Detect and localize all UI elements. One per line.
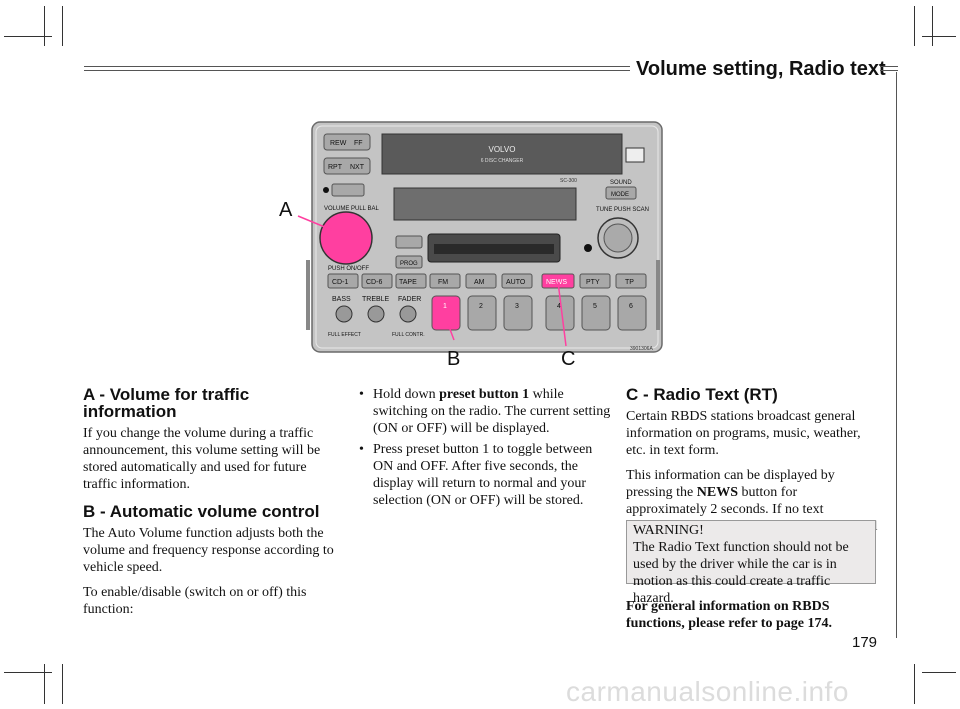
callout-c: C <box>561 348 576 370</box>
preset-4: 4 <box>557 303 561 310</box>
crop-mark <box>914 664 915 704</box>
bass-label: BASS <box>332 296 351 303</box>
tp-label: TP <box>625 279 634 286</box>
column-middle: Hold down preset button 1 while switchin… <box>355 386 611 513</box>
right-margin-rule <box>896 72 897 638</box>
column-left: A - Volume for traffic information If yo… <box>83 386 341 626</box>
footer-note: For general information on RBDS function… <box>626 599 832 631</box>
preset-3: 3 <box>515 303 519 310</box>
bullet-list: Hold down preset button 1 while switchin… <box>355 386 611 509</box>
section-a-body: If you change the volume during a traffi… <box>83 426 321 492</box>
crop-mark <box>922 36 956 37</box>
header-rule <box>84 66 630 67</box>
callout-b: B <box>447 348 461 370</box>
watermark: carmanualsonline.info <box>566 676 849 707</box>
display-brand: VOLVO <box>489 145 516 154</box>
header-rule <box>880 66 898 67</box>
news-label: NEWS <box>546 279 567 286</box>
preset-5: 5 <box>593 303 597 310</box>
list-item: Press preset button 1 to toggle between … <box>359 441 611 509</box>
full-effect-label: FULL EFFECT <box>328 332 361 338</box>
mode-label: MODE <box>611 192 629 198</box>
full-control-label: FULL CONTR. <box>392 332 425 338</box>
crop-mark <box>4 36 52 37</box>
cd6-label: CD-6 <box>366 279 382 286</box>
image-code: 3901306A <box>630 346 653 352</box>
treble-label: TREBLE <box>362 296 390 303</box>
display-model: SC-300 <box>560 178 577 184</box>
crop-mark <box>62 6 63 46</box>
crop-mark <box>932 6 933 46</box>
fader-label: FADER <box>398 296 421 303</box>
callout-a: A <box>279 199 293 221</box>
preset-1: 1 <box>443 303 447 310</box>
header-rule <box>84 70 630 71</box>
crop-mark <box>44 6 45 46</box>
nxt-label: NXT <box>350 164 365 171</box>
list-item: Hold down preset button 1 while switchin… <box>359 386 611 437</box>
warning-box: WARNING! The Radio Text function should … <box>626 520 876 606</box>
push-label: PUSH ON/OFF <box>328 266 369 272</box>
fm-label: FM <box>438 279 448 286</box>
crop-mark <box>914 6 915 46</box>
crop-mark <box>4 672 52 673</box>
display-sub: 6 DISC CHANGER <box>481 158 524 164</box>
preset-2: 2 <box>479 303 483 310</box>
preset-6: 6 <box>629 303 633 310</box>
auto-label: AUTO <box>506 279 526 286</box>
section-b-heading: B - Automatic volume control <box>83 502 320 521</box>
section-c-heading: C - Radio Text (RT) <box>626 385 778 404</box>
page-number: 179 <box>852 634 878 651</box>
crop-mark <box>44 664 45 704</box>
radio-illustration: VOLVO 6 DISC CHANGER SC-300 REW FF RPT N… <box>297 121 663 353</box>
pty-label: PTY <box>586 279 600 286</box>
rpt-label: RPT <box>328 164 343 171</box>
sound-label: SOUND <box>610 180 632 186</box>
prog-label: PROG <box>400 261 418 267</box>
cd1-label: CD-1 <box>332 279 348 286</box>
section-b-p2: To enable/disable (switch on or off) thi… <box>83 585 307 617</box>
section-b-p1: The Auto Volume function adjusts both th… <box>83 526 334 575</box>
rew-label: REW <box>330 140 347 147</box>
section-a-heading: A - Volume for traffic information <box>83 385 250 421</box>
am-label: AM <box>474 279 485 286</box>
warning-body: The Radio Text function should not be us… <box>633 540 849 606</box>
crop-mark <box>922 672 956 673</box>
warning-title: WARNING! <box>633 523 704 538</box>
page-title: Volume setting, Radio text <box>636 58 886 80</box>
ff-label: FF <box>354 140 363 147</box>
volume-label: VOLUME PULL BAL <box>324 206 379 212</box>
crop-mark <box>62 664 63 704</box>
section-c-p1: Certain RBDS stations broadcast general … <box>626 409 861 458</box>
header-rule <box>880 70 898 71</box>
tune-label: TUNE PUSH SCAN <box>596 207 649 213</box>
tape-label: TAPE <box>399 279 417 286</box>
